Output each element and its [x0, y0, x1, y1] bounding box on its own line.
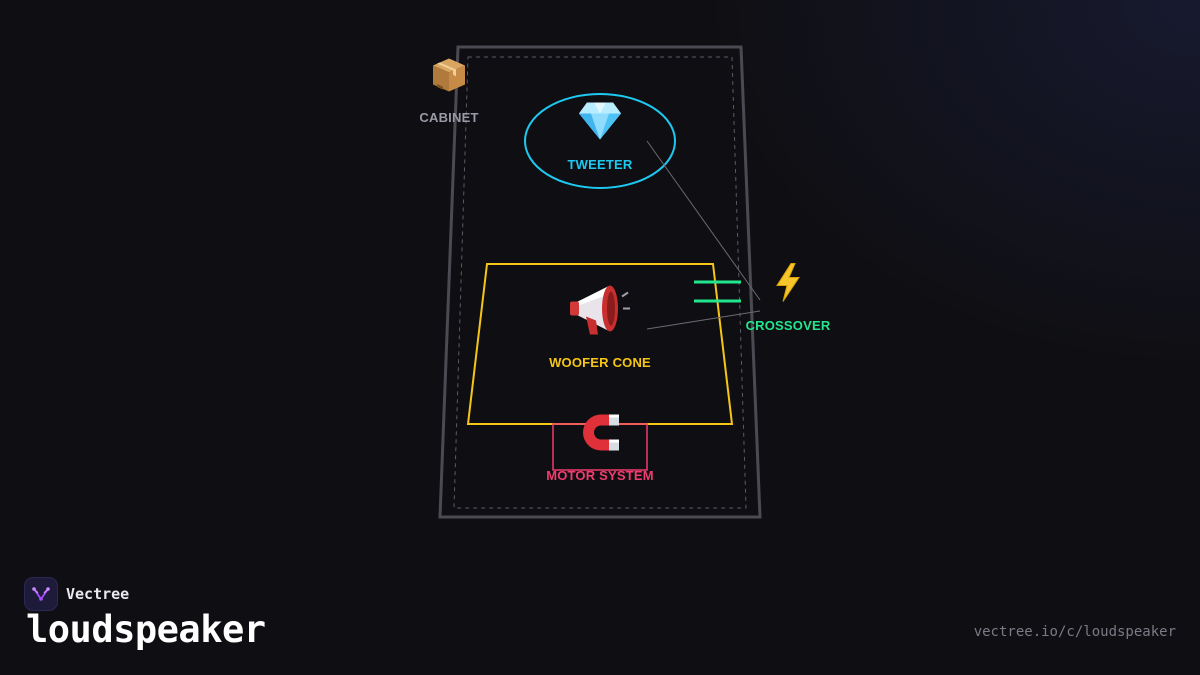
crossover-label: CROSSOVER [746, 318, 831, 333]
woofer-label: WOOFER CONE [549, 355, 651, 370]
cabinet-outline [438, 45, 762, 519]
vectree-logo-glyph [32, 587, 50, 601]
lightning-icon [776, 263, 800, 302]
tweeter-label-text: TWEETER [567, 157, 633, 172]
tweeter-node [577, 100, 623, 145]
woofer-node [568, 281, 632, 344]
megaphone-icon [570, 285, 630, 335]
page-url[interactable]: vectree.io/c/loudspeaker [973, 624, 1176, 640]
cabinet-label-text: CABINET [419, 110, 479, 125]
page-title: loudspeaker [26, 608, 266, 651]
tweeter-label: TWEETER [568, 157, 633, 172]
vectree-logo-icon [24, 577, 58, 611]
cabinet-label: CABINET [419, 110, 478, 125]
woofer-outline [466, 263, 734, 425]
magnet-icon [583, 414, 619, 451]
brand-name: Vectree [66, 585, 130, 603]
brand: Vectree [24, 577, 129, 611]
woofer-label-text: WOOFER CONE [549, 355, 651, 370]
tweeter-outline [524, 93, 676, 189]
connector-crossover-tweeter [646, 140, 761, 301]
motor-node [577, 411, 623, 458]
cabinet-inner-boundary [453, 56, 747, 509]
crossover-node [773, 263, 803, 306]
motor-label: MOTOR SYSTEM [546, 468, 654, 483]
motor-label-text: MOTOR SYSTEM [546, 468, 654, 483]
connector-crossover-woofer [646, 310, 761, 330]
cabinet-node [429, 55, 469, 98]
crossover-label-text: CROSSOVER [745, 318, 831, 333]
gem-icon [579, 102, 621, 140]
package-icon [433, 58, 465, 92]
